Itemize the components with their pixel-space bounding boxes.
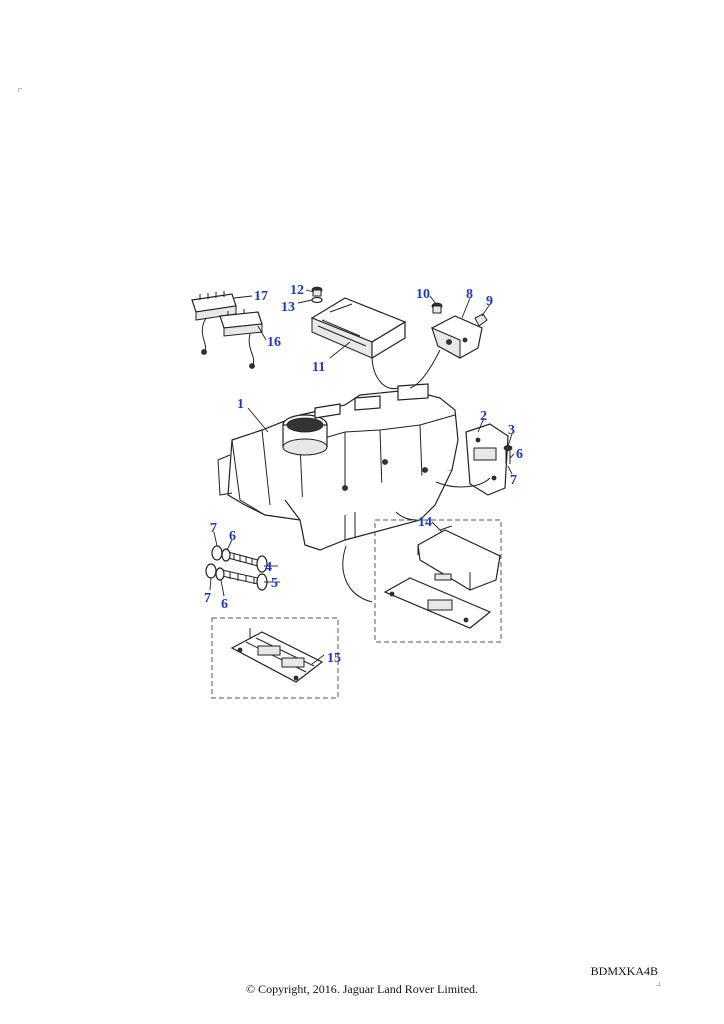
- screw-10[interactable]: [431, 302, 443, 314]
- callout-3[interactable]: 3: [508, 423, 515, 438]
- callout-14[interactable]: 14: [418, 515, 432, 530]
- leader-2: [477, 417, 485, 433]
- washer-7-lower[interactable]: [205, 563, 217, 579]
- screw-12[interactable]: [311, 286, 323, 297]
- connector-line-detail14: [342, 545, 373, 603]
- bolt-4[interactable]: [227, 551, 268, 573]
- detail-box-14[interactable]: [374, 519, 502, 643]
- callout-9[interactable]: 9: [486, 294, 493, 309]
- callout-10[interactable]: 10: [416, 287, 430, 302]
- leader-6a: [226, 539, 233, 551]
- leader-3: [507, 433, 513, 447]
- callout-7a[interactable]: 7: [210, 521, 217, 536]
- connector-line-module: [371, 354, 399, 390]
- callout-6a[interactable]: 6: [229, 529, 236, 544]
- connector-line-bracket: [409, 349, 441, 389]
- detail-box-15[interactable]: [211, 617, 339, 699]
- leader-13: [297, 299, 313, 304]
- tank-housing[interactable]: [217, 383, 459, 551]
- leader-8: [461, 297, 471, 319]
- nut-9[interactable]: [474, 313, 488, 327]
- callout-7b[interactable]: 7: [204, 591, 211, 606]
- connector-line-detail14b: [395, 511, 417, 521]
- callout-6b[interactable]: 6: [221, 597, 228, 612]
- leader-7c: [507, 465, 513, 475]
- callout-17[interactable]: 17: [254, 289, 268, 304]
- leader-7a: [213, 531, 218, 547]
- callout-11[interactable]: 11: [312, 360, 325, 375]
- callout-6c[interactable]: 6: [516, 447, 523, 462]
- leader-7b: [209, 577, 212, 591]
- callout-13[interactable]: 13: [281, 300, 295, 315]
- leader-16: [257, 325, 267, 341]
- bracket-2[interactable]: [465, 423, 509, 496]
- callout-12[interactable]: 12: [290, 283, 304, 298]
- screw-3[interactable]: [503, 445, 513, 465]
- callout-4[interactable]: 4: [265, 560, 272, 575]
- callout-16[interactable]: 16: [267, 335, 281, 350]
- copyright-notice: © Copyright, 2016. Jaguar Land Rover Lim…: [245, 982, 479, 996]
- corner-mark-bottom-right: [656, 982, 660, 986]
- washer-7-upper[interactable]: [211, 545, 223, 561]
- connector-line-right: [435, 477, 491, 488]
- control-module-11[interactable]: [310, 297, 407, 360]
- leader-17: [233, 295, 253, 299]
- leader-10: [429, 295, 437, 305]
- leader-11: [329, 341, 351, 359]
- leader-6c: [509, 453, 515, 459]
- washer-6-lower[interactable]: [215, 567, 225, 581]
- connector-17[interactable]: [191, 291, 237, 355]
- callout-15[interactable]: 15: [327, 651, 341, 666]
- connector-16[interactable]: [219, 309, 263, 369]
- callout-2[interactable]: 2: [480, 409, 487, 424]
- callout-7c[interactable]: 7: [510, 473, 517, 488]
- callout-8[interactable]: 8: [466, 287, 473, 302]
- callout-5[interactable]: 5: [271, 576, 278, 591]
- diagram-code: BDMXKA4B: [590, 964, 658, 978]
- leader-1: [247, 407, 269, 433]
- bracket-8[interactable]: [431, 315, 483, 359]
- washer-6-upper[interactable]: [221, 548, 231, 562]
- leader-6b: [220, 579, 225, 597]
- leader-9: [481, 303, 491, 317]
- bolt-5[interactable]: [221, 569, 268, 591]
- washer-13[interactable]: [311, 296, 323, 304]
- callout-1[interactable]: 1: [237, 397, 244, 412]
- leader-12: [305, 289, 315, 293]
- leader-14: [431, 521, 443, 533]
- leader-15: [311, 654, 325, 665]
- corner-mark-top-left: [18, 88, 22, 92]
